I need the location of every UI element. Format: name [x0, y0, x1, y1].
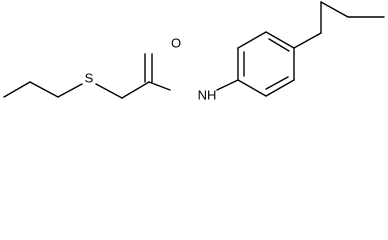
bond-ch2-ch2 [29, 81, 59, 98]
ring-double-bond-c [265, 76, 289, 90]
bond-s-ch2 [95, 83, 123, 99]
oxygen-atom-label: O [171, 35, 181, 50]
ring-bond-3 [265, 31, 295, 49]
ring-bond-6 [237, 79, 267, 97]
bond-ring-ch2 [293, 32, 322, 49]
molecule-structure: S O NH [3, 1, 385, 102]
bond-ch2-s [57, 83, 83, 98]
bond-nitrogen-ring [216, 79, 239, 91]
nitrogen-atom-label: NH [198, 87, 217, 102]
sulfur-atom-label: S [85, 70, 94, 85]
bond-ethyl-terminal [320, 1, 349, 18]
ring-bond-2 [237, 31, 267, 49]
bond-carbonyl-nitrogen [148, 81, 171, 91]
bond-ch2-carbonyl [121, 81, 150, 99]
ring-double-bond-b [268, 38, 290, 52]
bond-ch3-ch2 [3, 81, 31, 98]
ring-bond-5 [265, 79, 295, 97]
